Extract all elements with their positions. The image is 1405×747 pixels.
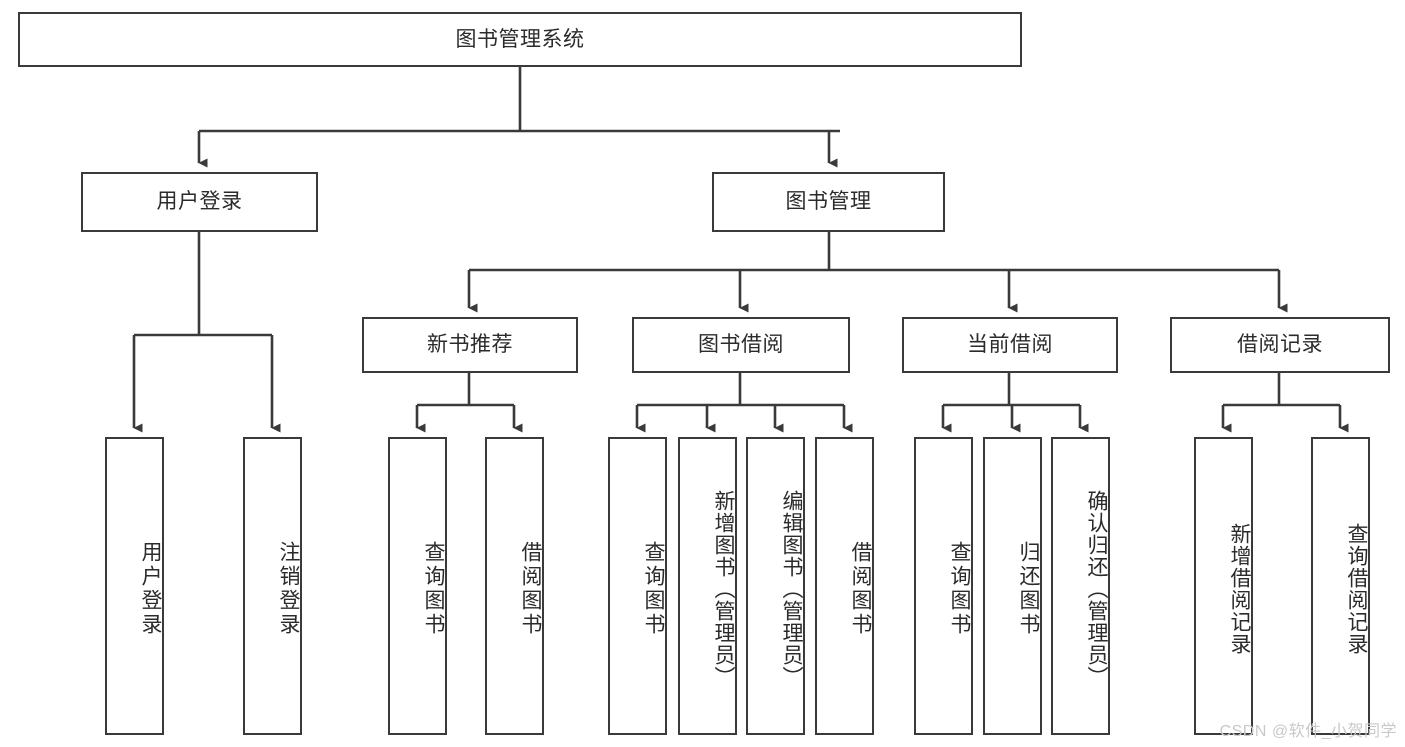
- node-borrow-record[interactable]: 借阅记录: [1170, 317, 1390, 373]
- node-leaf-query-book-2[interactable]: 查询图书: [608, 437, 667, 735]
- node-leaf-edit-book[interactable]: 编辑图书（管理员）: [746, 437, 805, 735]
- node-leaf-user-login[interactable]: 用户登录: [105, 437, 164, 735]
- node-new-book-recommend[interactable]: 新书推荐: [362, 317, 578, 373]
- node-leaf-add-record[interactable]: 新增借阅记录: [1194, 437, 1253, 735]
- node-user-login-label: 用户登录: [156, 190, 243, 214]
- node-leaf-add-record-label: 新增借阅记录: [1228, 523, 1251, 655]
- node-current-borrow[interactable]: 当前借阅: [902, 317, 1118, 373]
- node-leaf-confirm-return-label: 确认归还（管理员）: [1085, 490, 1108, 688]
- node-leaf-query-book-2-label: 查询图书: [642, 541, 665, 637]
- node-book-borrow-label: 图书借阅: [698, 333, 784, 357]
- node-book-borrow[interactable]: 图书借阅: [632, 317, 850, 373]
- node-leaf-return-book-label: 归还图书: [1017, 541, 1040, 637]
- node-leaf-logout-login[interactable]: 注销登录: [243, 437, 302, 735]
- node-leaf-confirm-return[interactable]: 确认归还（管理员）: [1051, 437, 1110, 735]
- node-leaf-add-book-label: 新增图书（管理员）: [712, 490, 735, 688]
- node-root-title[interactable]: 图书管理系统: [18, 12, 1022, 67]
- node-leaf-return-book[interactable]: 归还图书: [983, 437, 1042, 735]
- node-leaf-query-record[interactable]: 查询借阅记录: [1311, 437, 1370, 735]
- node-leaf-query-book-1[interactable]: 查询图书: [388, 437, 447, 735]
- node-leaf-borrow-book-2-label: 借阅图书: [849, 541, 872, 637]
- node-leaf-query-record-label: 查询借阅记录: [1345, 523, 1368, 655]
- node-leaf-borrow-book-2[interactable]: 借阅图书: [815, 437, 874, 735]
- node-leaf-edit-book-label: 编辑图书（管理员）: [780, 490, 803, 688]
- node-leaf-add-book[interactable]: 新增图书（管理员）: [678, 437, 737, 735]
- node-leaf-query-book-3[interactable]: 查询图书: [914, 437, 973, 735]
- node-leaf-query-book-3-label: 查询图书: [948, 541, 971, 637]
- node-leaf-logout-login-label: 注销登录: [277, 541, 300, 637]
- node-leaf-query-book-1-label: 查询图书: [422, 541, 445, 637]
- node-leaf-borrow-book-1[interactable]: 借阅图书: [485, 437, 544, 735]
- node-leaf-user-login-label: 用户登录: [139, 541, 162, 637]
- node-book-manage-label: 图书管理: [785, 190, 872, 214]
- node-borrow-record-label: 借阅记录: [1237, 333, 1323, 357]
- node-leaf-borrow-book-1-label: 借阅图书: [519, 541, 542, 637]
- node-new-book-recommend-label: 新书推荐: [427, 333, 513, 357]
- node-book-manage[interactable]: 图书管理: [712, 172, 945, 232]
- node-current-borrow-label: 当前借阅: [967, 333, 1053, 357]
- node-root-title-label: 图书管理系统: [455, 27, 585, 51]
- node-user-login[interactable]: 用户登录: [81, 172, 318, 232]
